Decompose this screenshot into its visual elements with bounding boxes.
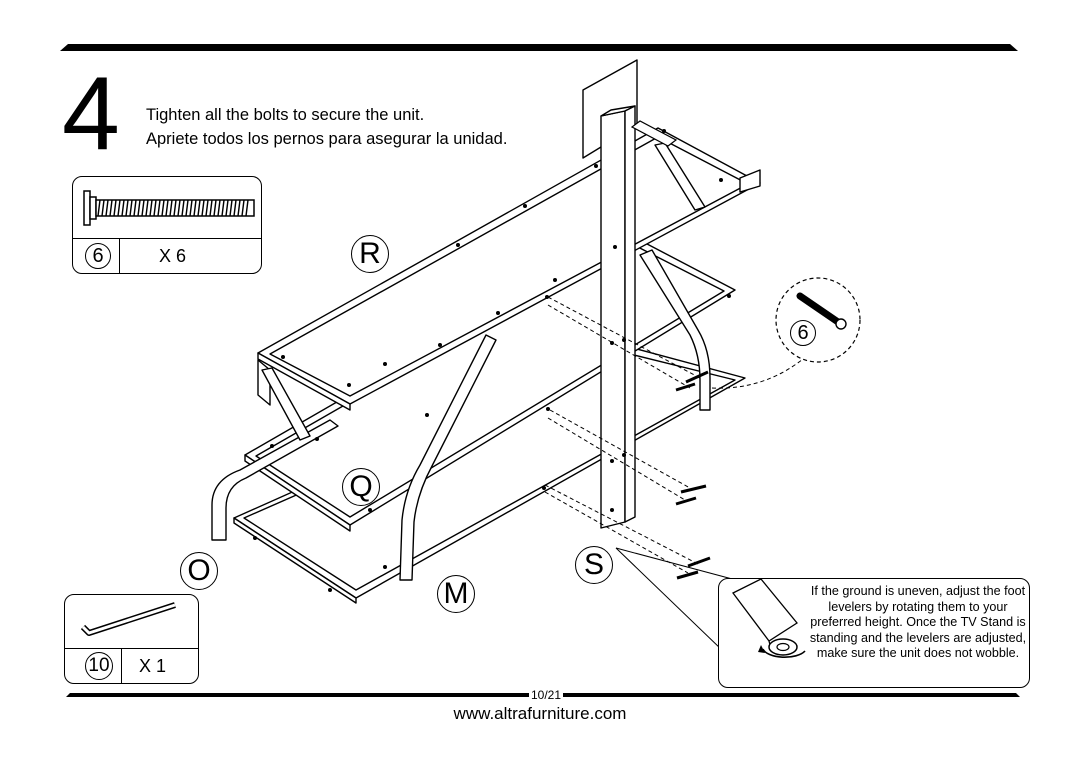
- part-number-6: 6: [85, 243, 111, 269]
- page-number: 10/21: [529, 688, 564, 702]
- callout-part-number: 6: [790, 320, 816, 346]
- bolt-icon: [83, 190, 255, 226]
- panel-label-m: M: [437, 575, 475, 613]
- allen-key-icon: [80, 602, 176, 636]
- panel-label-r: R: [351, 235, 389, 273]
- top-rule: [60, 44, 1018, 51]
- leveler-note-text: If the ground is uneven, adjust the foot…: [809, 584, 1027, 660]
- instruction-spanish: Apriete todos los pernos para asegurar l…: [146, 130, 508, 148]
- panel-label-o: O: [180, 552, 218, 590]
- panel-label-q: Q: [342, 468, 380, 506]
- allen-key-parts-box: 10 X 1: [64, 594, 199, 684]
- step-number: 4: [62, 56, 120, 172]
- tv-stand-assembly-drawing: [211, 59, 861, 651]
- part-number-10: 10: [85, 652, 113, 680]
- bolt-quantity: X 6: [159, 246, 187, 266]
- bolt-parts-box: 6 X 6: [72, 176, 262, 274]
- instruction-english: Tighten all the bolts to secure the unit…: [146, 106, 425, 124]
- panel-label-s: S: [575, 546, 613, 584]
- website-url: www.altrafurniture.com: [453, 704, 627, 723]
- allen-key-quantity: X 1: [139, 656, 167, 676]
- foot-leveler-icon: [732, 579, 806, 659]
- leveler-note-box: If the ground is uneven, adjust the foot…: [718, 578, 1030, 688]
